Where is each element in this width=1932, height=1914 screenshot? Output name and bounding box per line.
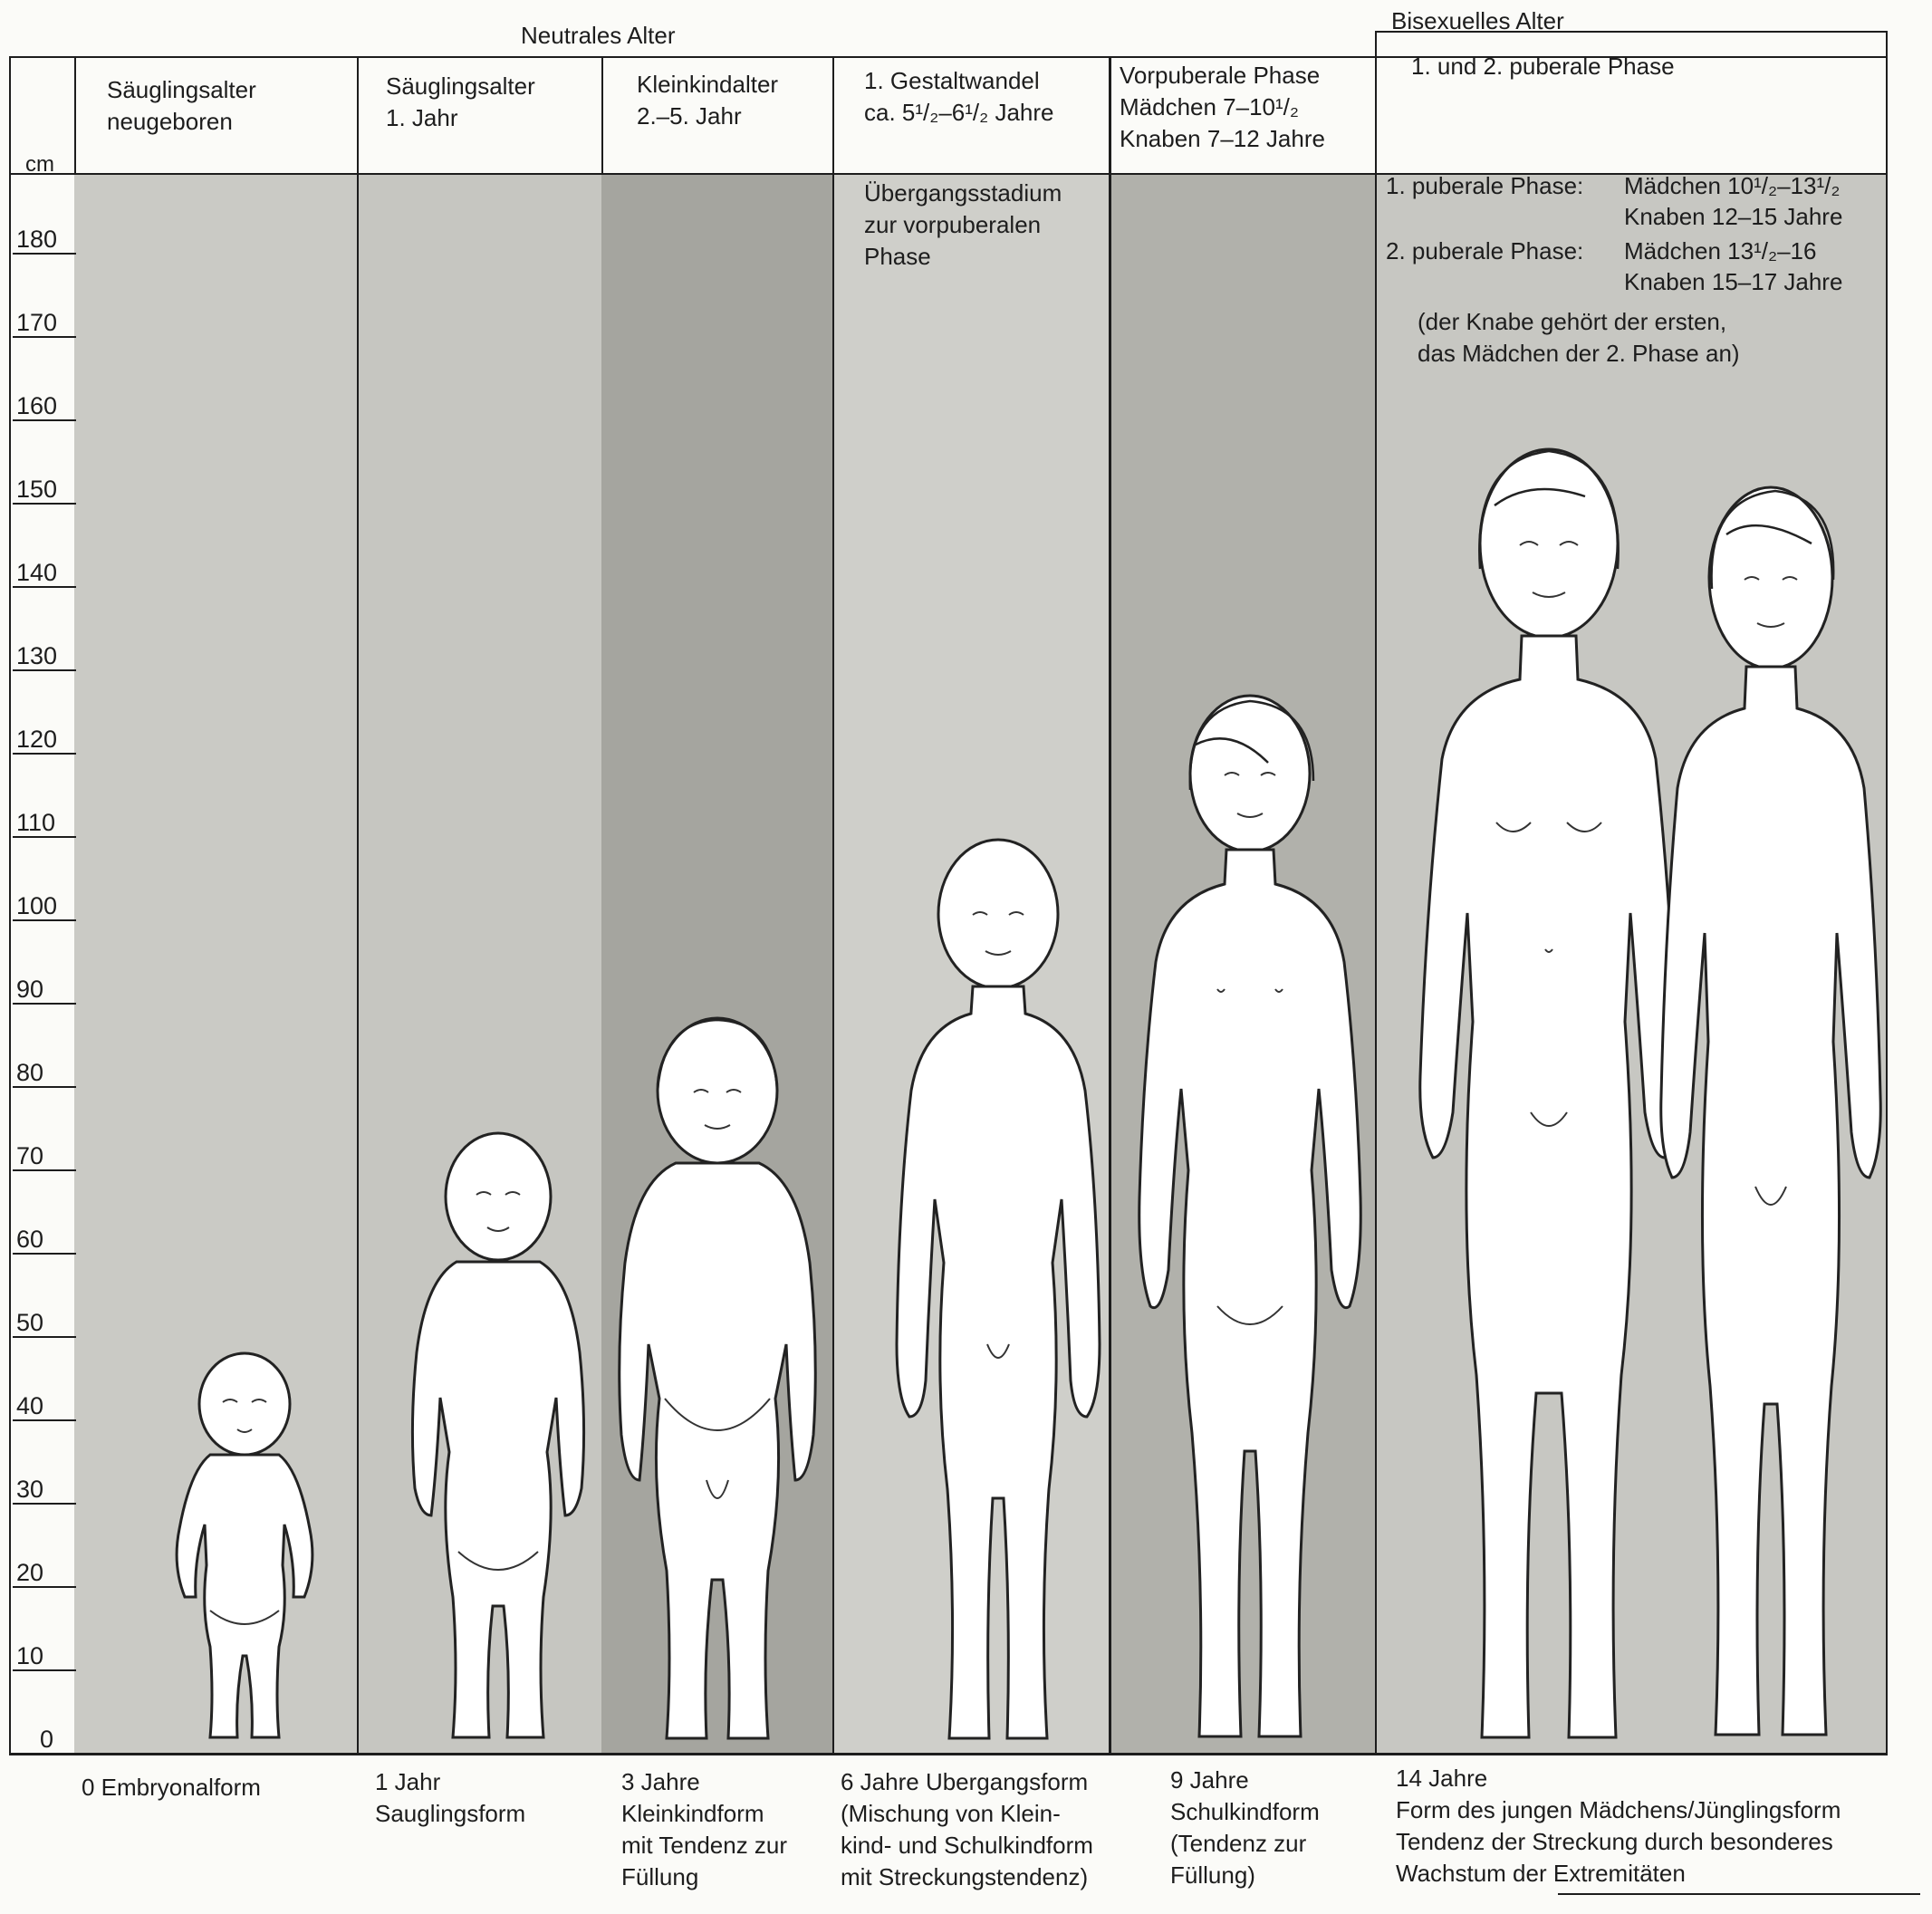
scale-tick [13,253,76,255]
axis-unit: cm [25,152,54,178]
fourteen-year-boy-figure [1639,480,1902,1757]
scale-tick-label: 160 [16,392,57,419]
phase2-label: 2. puberale Phase: [1386,236,1583,267]
three-year-figure [600,1009,835,1761]
newborn-figure [154,1339,335,1755]
header-one-year: Säuglingsalter 1. Jahr [386,71,535,134]
phase-remark: (der Knabe gehört der ersten, das Mädche… [1418,306,1740,370]
header-newborn: Säuglingsalter neugeboren [107,74,256,138]
axis-right-border [74,56,76,174]
axis-left-border [9,56,11,1755]
header-prepubertal: Vorpuberale Phase Mädchen 7–10¹/₂ Knaben… [1120,60,1325,155]
scale-tick [13,1253,76,1255]
phase2-girls: Mädchen 13¹/₂–16 [1624,236,1816,267]
scale-tick [13,753,76,755]
header-top-border-right [1375,31,1888,33]
scale-tick-label: 10 [16,1642,43,1669]
scale-tick [13,1419,76,1421]
nine-year-figure [1123,690,1377,1759]
divider-1 [357,56,359,1753]
scale-tick [13,586,76,588]
caption-prepubertal: 9 Jahre Schulkindform (Tendenz zur Füllu… [1170,1765,1320,1891]
scale-tick-label: 180 [16,226,57,253]
bottom-rule [1558,1893,1920,1895]
scale-tick [13,919,76,921]
scale-tick-label: 110 [16,809,55,836]
scale-tick [13,336,76,338]
header-pubertal: 1. und 2. puberale Phase [1411,51,1675,82]
scale-tick-label: 30 [16,1476,43,1503]
caption-pubertal: 14 Jahre Form des jungen Mädchens/Jüngli… [1396,1763,1841,1890]
phase2-boys: Knaben 15–17 Jahre [1624,266,1842,298]
scale-tick [13,1669,76,1671]
caption-transition: 6 Jahre Ubergangsform (Mischung von Klei… [841,1766,1093,1893]
scale-tick [13,419,76,421]
scale-tick-label: 90 [16,976,43,1003]
scale-tick-label: 100 [16,892,57,919]
scale-tick-label: 80 [16,1059,43,1086]
scale-tick-label: 150 [16,476,57,503]
scale-tick [13,1503,76,1505]
scale-tick-label: 60 [16,1226,43,1253]
phase1-girls: Mädchen 10¹/₂–13¹/₂ [1624,170,1840,202]
header-toddler: Kleinkindalter 2.–5. Jahr [637,69,778,132]
scale-tick-label: 140 [16,559,57,586]
scale-tick-label: 170 [16,309,57,336]
scale-tick-label: 120 [16,726,57,753]
caption-newborn: 0 Embryonalform [82,1772,261,1803]
header-transition: 1. Gestaltwandel ca. 5¹/₂–6¹/₂ Jahre [864,65,1054,129]
scale-tick [13,1086,76,1088]
scale-tick-label: 20 [16,1559,43,1586]
header-bottom-border [9,173,1888,175]
phase1-boys: Knaben 12–15 Jahre [1624,201,1842,233]
divider-2 [601,56,603,174]
scale-tick [13,836,76,838]
scale-tick [13,669,76,671]
scale-tick [13,1336,76,1338]
six-year-figure [871,837,1125,1761]
one-year-figure [389,1126,607,1760]
caption-one-year: 1 Jahr Sauglingsform [375,1766,525,1830]
scale-tick-label: 50 [16,1309,43,1336]
phase1-label: 1. puberale Phase: [1386,170,1583,202]
scale-tick [13,1169,76,1171]
scale-tick-label: 40 [16,1392,43,1419]
neutral-age-header: Neutrales Alter [521,20,676,52]
scale-tick [13,503,76,505]
scale-tick [13,1586,76,1588]
scale-tick [13,1003,76,1005]
scale-tick-label: 70 [16,1142,43,1169]
scale-tick-label: 0 [40,1726,53,1753]
transition-note: Übergangsstadium zur vorpuberalen Phase [864,178,1062,273]
scale-tick-label: 130 [16,642,57,669]
caption-toddler: 3 Jahre Kleinkindform mit Tendenz zur Fü… [621,1766,787,1893]
